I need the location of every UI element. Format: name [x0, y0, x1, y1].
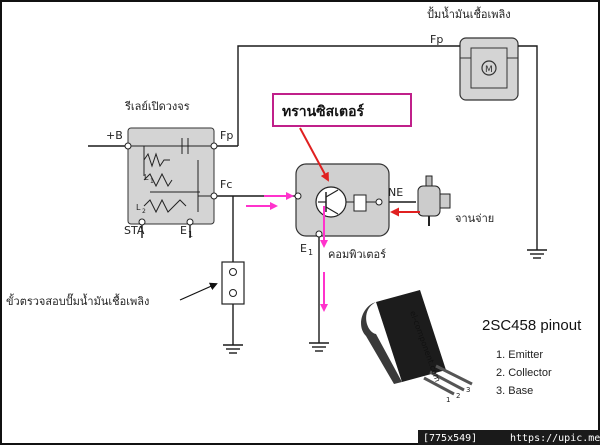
open-circuit-relay [124, 127, 218, 226]
computer-label: คอมพิวเตอร์ [328, 248, 386, 261]
relay-title: รีเลย์เปิดวงจร [124, 100, 190, 113]
terminal-e1-relay: E [180, 224, 187, 237]
svg-text:M: M [485, 65, 493, 75]
terminal-fp-relay: Fp [220, 129, 233, 142]
pinout-item-base: 3. Base [496, 385, 533, 397]
terminal-sta: STA [124, 224, 145, 237]
footer-bar [418, 430, 600, 445]
terminal-fc: Fc [220, 178, 232, 191]
computer-ecu [294, 163, 390, 238]
pinout-item-collector: 2. Collector [496, 367, 552, 379]
terminal-l2: L [136, 203, 141, 212]
fuel-pump-check-terminal [221, 261, 245, 305]
transistor-package [361, 290, 473, 396]
fuel-pump-title: ปั้มน้ำมันเชื้อเพลิง [427, 6, 511, 21]
terminal-e1-comp: E [300, 242, 307, 255]
distributor [417, 175, 451, 226]
terminal-l1: L [144, 173, 149, 182]
pinout-item-emitter: 1. Emitter [496, 349, 543, 361]
callout-arrow [299, 127, 329, 182]
transistor-callout: ทรานซิสเตอร์ [282, 103, 365, 120]
wiring [88, 45, 547, 354]
fuel-pump: M [459, 37, 519, 101]
terminal-l1-sub: 1 [150, 178, 154, 185]
footer-size: [775x549] [423, 433, 477, 444]
terminal-e1-relay-sub: 1 [188, 230, 193, 239]
pinout-title: 2SC458 pinout [482, 317, 582, 334]
pin-number-3: 3 [466, 386, 470, 394]
terminal-fp-top: Fp [430, 33, 443, 46]
terminal-plus-b: +B [106, 129, 123, 142]
check-terminal-label: ขั้วตรวจสอบปั๊มน้ำมันเชื้อเพลิง [6, 293, 149, 308]
terminal-e1-comp-sub: 1 [308, 248, 313, 257]
terminal-l2-sub: 2 [142, 208, 146, 215]
check-terminal-pointer [179, 282, 218, 301]
transistor-callout-box [272, 93, 412, 127]
pin-number-2: 2 [456, 392, 460, 400]
distributor-label: จานจ่าย [455, 212, 494, 225]
terminal-ne: NE [388, 186, 403, 199]
pin-number-1: 1 [446, 396, 450, 404]
footer-url[interactable]: https://upic.me/ [510, 433, 600, 444]
